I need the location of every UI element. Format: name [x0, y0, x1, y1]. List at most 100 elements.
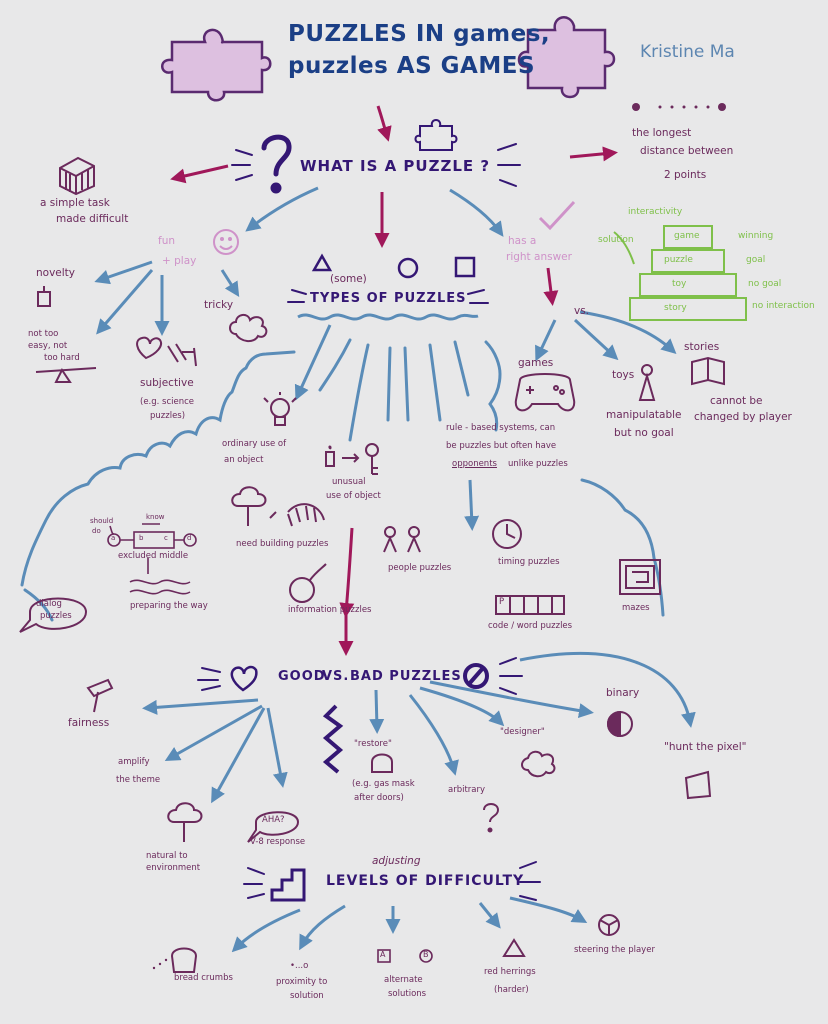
alternate-line-2: solutions [388, 989, 427, 999]
hierarchy-note-winning: winning [738, 231, 774, 241]
games-label: games [518, 357, 554, 369]
shapes-icon [311, 253, 476, 279]
hierarchy-level-game: game [674, 231, 700, 241]
steering-icon [598, 914, 620, 936]
title-line-2: puzzles AS GAMES [288, 53, 536, 79]
alternate-a: A [380, 950, 386, 959]
rule-based-line-3: opponents [452, 459, 497, 469]
unusual-line-1: unusual [332, 477, 366, 487]
bomb-icon [289, 563, 327, 603]
novelty-icon [37, 286, 51, 307]
code-letter: P [499, 597, 505, 607]
proximity-dots: •...o [290, 961, 309, 971]
arbitrary-label: arbitrary [448, 785, 486, 795]
rule-based-line-2: be puzzles but often have [446, 441, 557, 451]
stories-note-line-2: changed by player [694, 411, 792, 423]
restore-icon [371, 753, 393, 773]
adjusting-label: adjusting [372, 855, 421, 867]
bad-puzzles-label: BAD PUZZLES [350, 669, 462, 684]
hierarchy-note-goal: goal [746, 255, 766, 265]
levels-heading: LEVELS OF DIFFICULTY [326, 873, 525, 889]
mazes-label: mazes [622, 603, 650, 613]
dialog-line-1: dialog [36, 599, 62, 609]
clock-icon [492, 519, 522, 549]
fairness-label: fairness [68, 717, 110, 729]
rule-based-line-3b: unlike puzzles [508, 459, 568, 469]
excluded-do: do [92, 527, 101, 535]
blue-arrows [94, 186, 696, 953]
left-puzzle-piece-icon [161, 28, 272, 102]
excluded-a: a [111, 534, 116, 542]
hunt-pixel-label: "hunt the pixel" [664, 741, 747, 753]
lightbulb-icon [263, 392, 297, 426]
maze-icon [619, 559, 661, 595]
code-word-label: code / word puzzles [488, 621, 573, 631]
alternate-line-1: alternate [384, 975, 423, 985]
simple-task-line-2: made difficult [56, 213, 129, 225]
arbitrary-question-icon [483, 803, 500, 833]
restore-line-1: (e.g. gas mask [352, 779, 415, 789]
trail-dots [152, 958, 168, 970]
hierarchy-note-no-goal: no goal [748, 279, 782, 289]
designer-label: "designer" [500, 727, 545, 737]
red-herrings-line-2: (harder) [494, 985, 529, 995]
play-label: + play [162, 255, 197, 267]
code-word-boxes [495, 595, 565, 615]
bread-icon [170, 947, 198, 973]
bread-crumbs-label: bread crumbs [174, 973, 233, 983]
need-building-label: need building puzzles [236, 539, 329, 549]
small-puzzle-icon [414, 119, 458, 151]
balance-line-1: not too [28, 329, 59, 339]
timing-label: timing puzzles [498, 557, 560, 567]
hierarchy-top: interactivity [628, 207, 683, 217]
toy-figure-icon [638, 364, 656, 401]
longest-line-1: the longest [632, 127, 692, 139]
people-icon [383, 526, 421, 553]
hierarchy-level-puzzle: puzzle [664, 255, 693, 265]
balance-line-2: easy, not [28, 341, 68, 351]
information-label: information puzzles [288, 605, 372, 615]
aha-bubble-text: AHA? [262, 815, 285, 825]
smiley-icon [213, 229, 239, 255]
fairness-icon [86, 678, 114, 713]
dotted-line-icon [632, 103, 726, 111]
magenta-arrows [170, 105, 618, 656]
book-icon [691, 356, 725, 386]
zigzag-icon [322, 704, 344, 774]
checkmark-icon [538, 200, 576, 231]
excluded-middle-diagram [107, 523, 197, 595]
hierarchy-side: solution [598, 235, 634, 245]
restore-quote: "restore" [354, 739, 392, 749]
aha-bubble-icon [247, 811, 300, 843]
excluded-b: b [139, 534, 144, 542]
heart-icon [136, 336, 162, 360]
excluded-should: should [90, 517, 114, 525]
hierarchy-level-toy: toy [672, 279, 687, 289]
forbidden-icon [463, 663, 489, 689]
people-label: people puzzles [388, 563, 452, 573]
steering-label: steering the player [574, 945, 655, 955]
amplify-line-2: the theme [116, 775, 161, 785]
alternate-b: B [423, 950, 429, 959]
types-heading: TYPES OF PUZZLES [310, 291, 467, 306]
cube-icon [59, 156, 95, 196]
excluded-d: d [187, 534, 192, 542]
right-answer-line-1: has a [508, 235, 537, 247]
vs-label: vs. [574, 305, 590, 317]
ordinary-line-2: an object [224, 455, 264, 465]
microscope-icon [167, 343, 197, 367]
stories-note-line-1: cannot be [710, 395, 763, 407]
unusual-line-2: use of object [326, 491, 381, 501]
subjective-line-1: subjective [140, 377, 194, 389]
title-line-1: PUZZLES IN games, [288, 21, 551, 47]
hierarchy-note-no-interaction: no interaction [752, 301, 815, 311]
right-puzzle-piece-icon [517, 16, 616, 99]
excluded-know: know [146, 513, 165, 521]
types-wavy-underline [297, 313, 479, 321]
amplify-line-1: amplify [118, 757, 150, 767]
excluded-c: c [164, 534, 168, 542]
good-vs-label: VS. [322, 669, 350, 684]
fun-label: fun [158, 235, 176, 247]
toys-label: toys [612, 369, 635, 381]
